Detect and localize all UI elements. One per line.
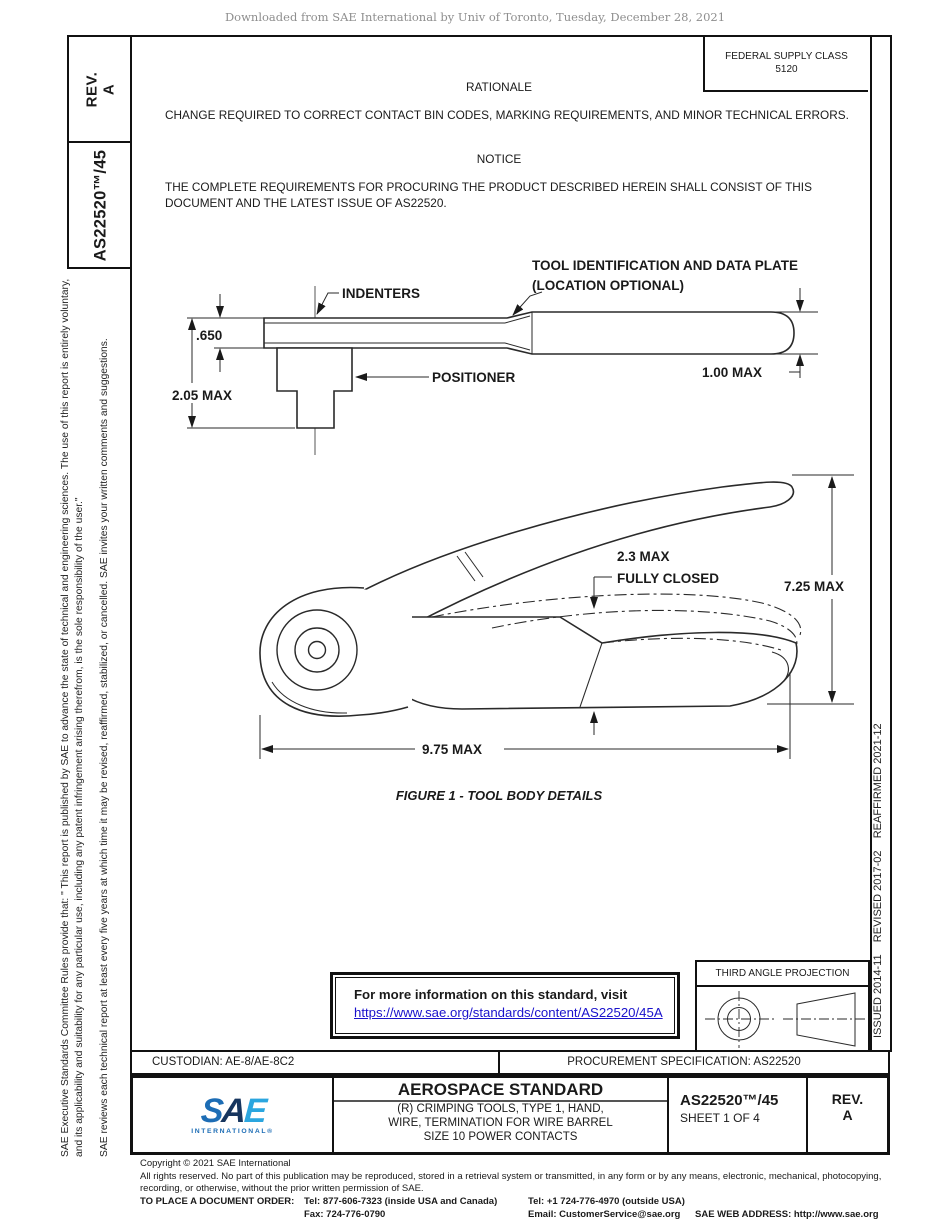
title-subtitle-line2: WIRE, TERMINATION FOR WIRE BARREL	[388, 1117, 613, 1129]
dim-205-max: 2.05 MAX	[172, 388, 232, 403]
sae-logo-a: A	[219, 1091, 246, 1130]
fax-number: Fax: 724-776-0790	[304, 1208, 386, 1220]
notice-heading: NOTICE	[476, 152, 522, 166]
dim-100-max: 1.00 MAX	[702, 365, 762, 380]
notice-body: THE COMPLETE REQUIREMENTS FOR PROCURING …	[165, 180, 812, 210]
custodian-row: CUSTODIAN: AE-8/AE-8C2 PROCUREMENT SPECI…	[130, 1050, 890, 1075]
revision-value: A	[842, 1107, 853, 1123]
sae-logo: SAE INTERNATIONAL®	[133, 1078, 334, 1152]
dim-fully-closed: FULLY CLOSED	[617, 571, 719, 586]
title-subtitle-line1: (R) CRIMPING TOOLS, TYPE 1, HAND,	[397, 1103, 604, 1115]
left-disclaimer: SAE Executive Standards Committee Rules …	[59, 270, 112, 1157]
aerospace-standard-heading: AEROSPACE STANDARD	[334, 1078, 667, 1102]
main-frame: FEDERAL SUPPLY CLASS 5120 RATIONALE CHAN…	[130, 35, 872, 1052]
sheet-number: SHEET 1 OF 4	[680, 1111, 760, 1125]
footer: Copyright © 2021 SAE International All r…	[140, 1158, 910, 1222]
sae-logo-e: E	[242, 1091, 266, 1130]
document-number: AS22520™/45	[680, 1092, 779, 1109]
disclaimer-paragraph-2: SAE reviews each technical report at lea…	[99, 338, 110, 1157]
title-block: SAE INTERNATIONAL® AEROSPACE STANDARD (R…	[130, 1075, 890, 1155]
dim-23-max: 2.3 MAX	[617, 549, 670, 564]
doc-number-box: AS22520™/45	[67, 141, 134, 269]
procurement-cell: PROCUREMENT SPECIFICATION: AS22520	[567, 1056, 801, 1068]
copyright-line: Copyright © 2021 SAE International	[140, 1158, 291, 1169]
rights-line1: All rights reserved. No part of this pub…	[140, 1170, 882, 1182]
title-cell: AEROSPACE STANDARD (R) CRIMPING TOOLS, T…	[334, 1078, 669, 1152]
doc-number-vertical: AS22520™/45	[91, 149, 110, 261]
tool-id-label-line2: (LOCATION OPTIONAL)	[532, 278, 684, 293]
tel-inside: Tel: 877-606-7323 (inside USA and Canada…	[304, 1196, 498, 1208]
positioner-label: POSITIONER	[432, 370, 516, 385]
figure1-drawing-top-view: INDENTERS TOOL IDENTIFICATION AND DATA P…	[172, 258, 818, 455]
title-subtitle-line3: SIZE 10 POWER CONTACTS	[423, 1131, 578, 1143]
sae-logo-s: S	[199, 1091, 223, 1130]
dim-650: .650	[196, 328, 222, 343]
indenters-label: INDENTERS	[342, 286, 420, 301]
figure1-caption: FIGURE 1 - TOOL BODY DETAILS	[395, 788, 603, 803]
revision-cell: REV. A	[808, 1078, 887, 1152]
tool-id-label-line1: TOOL IDENTIFICATION AND DATA PLATE	[532, 258, 798, 273]
web-address: SAE WEB ADDRESS: http://www.sae.org	[695, 1208, 879, 1220]
rev-label: REV.	[82, 71, 100, 107]
dim-725-max: 7.25 MAX	[784, 579, 844, 594]
sae-logo-international: INTERNATIONAL®	[191, 1127, 274, 1135]
more-info-text: For more information on this standard, v…	[354, 987, 628, 1002]
rationale-body: CHANGE REQUIRED TO CORRECT CONTACT BIN C…	[165, 108, 849, 122]
revision-history-vertical: ISSUED 2014-11 REVISED 2017-02 REAFFIRME…	[872, 723, 884, 1038]
third-angle-projection-symbol	[705, 991, 865, 1048]
custodian-cell: CUSTODIAN: AE-8/AE-8C2	[132, 1052, 500, 1073]
tel-outside: Tel: +1 724-776-4970 (outside USA)	[528, 1196, 685, 1208]
rationale-heading: RATIONALE	[466, 80, 532, 94]
sae-logo-letters: SAE	[199, 1092, 266, 1130]
rights-line2: recording, or otherwise, without the pri…	[140, 1183, 424, 1195]
revision-label: REV.	[831, 1091, 864, 1107]
federal-supply-class-value: 5120	[775, 64, 798, 75]
order-label: TO PLACE A DOCUMENT ORDER:	[140, 1196, 295, 1208]
federal-supply-class-label: FEDERAL SUPPLY CLASS	[725, 51, 848, 62]
third-angle-projection-box: THIRD ANGLE PROJECTION	[695, 960, 870, 1052]
document-number-cell: AS22520™/45 SHEET 1 OF 4	[669, 1078, 808, 1152]
dim-975-max: 9.75 MAX	[422, 742, 482, 757]
rev-box: REV. A	[67, 35, 134, 143]
figure1-drawing-side-view: 2.3 MAX FULLY CLOSED 7.25 MAX 9.75 MAX	[259, 474, 854, 759]
email-address: Email: CustomerService@sae.org	[528, 1208, 681, 1220]
download-note: Downloaded from SAE International by Uni…	[224, 10, 726, 24]
disclaimer-paragraph-1: SAE Executive Standards Committee Rules …	[60, 278, 85, 1157]
third-angle-projection-label: THIRD ANGLE PROJECTION	[697, 962, 868, 987]
federal-supply-class-box: FEDERAL SUPPLY CLASS 5120	[703, 37, 868, 92]
standard-link[interactable]: https://www.sae.org/standards/content/AS…	[354, 1005, 663, 1020]
rev-value: A	[99, 83, 117, 95]
more-info-box: For more information on this standard, v…	[330, 972, 680, 1039]
